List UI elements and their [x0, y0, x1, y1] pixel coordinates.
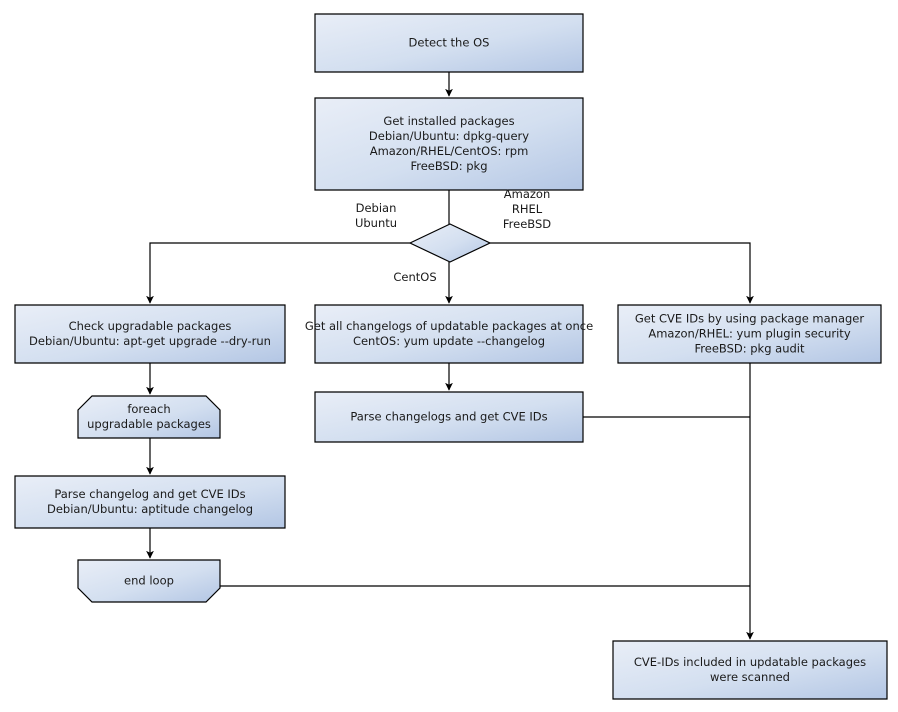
edge-label-text: CentOS — [393, 270, 436, 284]
edges-layer — [146, 72, 754, 640]
node-shape-result-scanned — [612, 640, 888, 700]
node-label-get-cve-ids-pkgmgr: Get CVE IDs by using package manager — [635, 312, 865, 326]
node-label-get-all-changelogs: Get all changelogs of updatable packages… — [305, 319, 593, 333]
node-get-all-changelogs[interactable]: Get all changelogs of updatable packages… — [305, 304, 593, 364]
node-shape-os-decision — [408, 223, 492, 263]
node-shape-get-installed-packages — [314, 97, 584, 191]
node-shape-detect-os — [314, 13, 584, 73]
node-label-get-installed-packages: Amazon/RHEL/CentOS: rpm — [370, 144, 529, 158]
node-label-check-upgradable: Debian/Ubuntu: apt-get upgrade --dry-run — [29, 334, 271, 348]
node-shape-parse-changelogs-centos — [314, 391, 584, 443]
node-detect-os[interactable]: Detect the OS — [314, 13, 584, 73]
node-shape-check-upgradable — [14, 304, 286, 364]
node-label-get-installed-packages: Get installed packages — [383, 114, 514, 128]
node-label-check-upgradable: Check upgradable packages — [69, 319, 232, 333]
edge-decision-left — [146, 242, 410, 304]
edge-label-label-centos: CentOS — [393, 270, 436, 284]
node-label-detect-os: Detect the OS — [409, 36, 490, 50]
node-label-end-loop: end loop — [124, 574, 174, 588]
node-shape-foreach-loop-start — [77, 395, 221, 439]
edge-label-text: RHEL — [512, 202, 543, 216]
node-label-parse-changelogs-centos: Parse changelogs and get CVE IDs — [350, 410, 547, 424]
edge-label-text: Amazon — [504, 187, 550, 201]
edge-label-text: FreeBSD — [503, 217, 551, 231]
node-label-foreach-loop-start: upgradable packages — [87, 417, 211, 431]
node-label-get-cve-ids-pkgmgr: FreeBSD: pkg audit — [694, 342, 805, 356]
node-label-get-installed-packages: Debian/Ubuntu: dpkg-query — [369, 129, 529, 143]
node-shape-get-cve-ids-pkgmgr — [617, 304, 882, 364]
node-label-get-installed-packages: FreeBSD: pkg — [410, 159, 487, 173]
node-shape-parse-changelog-debian — [14, 475, 286, 529]
node-label-get-cve-ids-pkgmgr: Amazon/RHEL: yum plugin security — [648, 327, 850, 341]
node-get-cve-ids-pkgmgr[interactable]: Get CVE IDs by using package managerAmaz… — [617, 304, 882, 364]
node-label-parse-changelog-debian: Debian/Ubuntu: aptitude changelog — [47, 502, 253, 516]
node-parse-changelogs-centos[interactable]: Parse changelogs and get CVE IDs — [314, 391, 584, 443]
node-label-foreach-loop-start: foreach — [127, 402, 170, 416]
edge-label-text: Ubuntu — [355, 216, 397, 230]
node-parse-changelog-debian[interactable]: Parse changelog and get CVE IDsDebian/Ub… — [14, 475, 286, 529]
edge-label-text: Debian — [356, 201, 397, 215]
node-label-result-scanned: were scanned — [710, 670, 790, 684]
node-label-result-scanned: CVE-IDs included in updatable packages — [634, 655, 866, 669]
node-label-get-all-changelogs: CentOS: yum update --changelog — [353, 334, 545, 348]
node-check-upgradable[interactable]: Check upgradable packagesDebian/Ubuntu: … — [14, 304, 286, 364]
node-end-loop[interactable]: end loop — [77, 559, 221, 603]
node-shape-end-loop — [77, 559, 221, 603]
node-shape-get-all-changelogs — [314, 304, 584, 364]
node-result-scanned[interactable]: CVE-IDs included in updatable packageswe… — [612, 640, 888, 700]
edge-decision-right — [490, 242, 754, 304]
node-label-parse-changelog-debian: Parse changelog and get CVE IDs — [54, 487, 245, 501]
node-os-decision[interactable] — [408, 223, 492, 263]
